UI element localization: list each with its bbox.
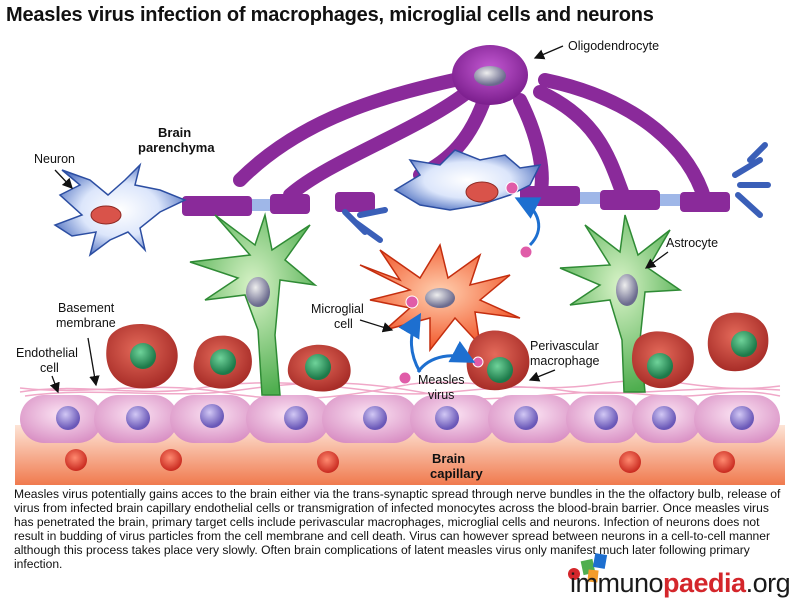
label-perivascular-macrophage-2: macrophage xyxy=(530,354,600,368)
page-title: Measles virus infection of macrophages, … xyxy=(6,4,654,26)
brand-highlight: paedia xyxy=(663,568,746,598)
measles-virus-particles xyxy=(398,245,533,385)
label-brain-capillary-1: Brain xyxy=(432,451,465,466)
label-basement-membrane-1: Basement xyxy=(58,301,115,315)
label-brain-capillary-2: capillary xyxy=(430,466,484,481)
label-measles-virus-2: virus xyxy=(428,388,454,402)
red-blood-cells xyxy=(65,449,735,473)
perivascular-macrophages xyxy=(106,312,769,392)
brand-suffix: .org xyxy=(745,568,791,598)
label-brain-parenchyma-1: Brain xyxy=(158,125,191,140)
oligodendrocyte-nucleus xyxy=(474,66,506,86)
label-oligodendrocyte: Oligodendrocyte xyxy=(568,39,659,53)
label-endothelial-cell-2: cell xyxy=(40,361,59,375)
neuron-terminals xyxy=(342,142,771,243)
brand-wordmark: immunopaedia.org xyxy=(570,568,791,599)
description-paragraph: Measles virus potentially gains acces to… xyxy=(14,487,781,572)
measles-diagram: Oligodendrocyte Brain parenchyma Neuron … xyxy=(15,39,785,485)
label-microglial-cell-2: cell xyxy=(334,317,353,331)
label-neuron: Neuron xyxy=(34,152,75,166)
endothelial-cells xyxy=(20,395,780,443)
label-leaders xyxy=(49,45,669,394)
immunopaedia-logo-icon xyxy=(568,553,608,583)
label-microglial-cell-1: Microglial xyxy=(311,302,364,316)
brand-prefix: immuno xyxy=(570,568,664,598)
neuron-left xyxy=(53,162,187,257)
label-measles-virus-1: Measles xyxy=(418,373,465,387)
label-basement-membrane-2: membrane xyxy=(56,316,116,330)
label-endothelial-cell-1: Endothelial xyxy=(16,346,78,360)
label-astrocyte: Astrocyte xyxy=(666,236,718,250)
neuron-middle xyxy=(393,149,542,211)
label-brain-parenchyma-2: parenchyma xyxy=(138,140,215,155)
label-perivascular-macrophage-1: Perivascular xyxy=(530,339,599,353)
virus-spread-arrows xyxy=(398,197,542,373)
astrocyte-left xyxy=(189,212,318,396)
